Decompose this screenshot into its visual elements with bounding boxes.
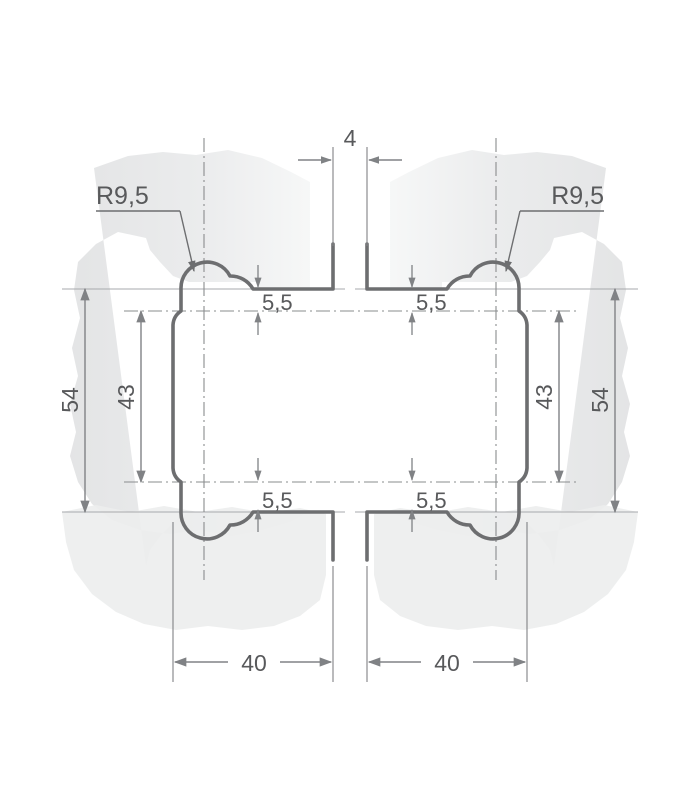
dimension-label-outer-height-right: 54 xyxy=(587,387,613,413)
dimension-label-gap-4: 4 xyxy=(344,125,357,151)
radius-label-left: R9,5 xyxy=(96,182,149,210)
dimension-inner-height-left: 43 xyxy=(113,309,146,484)
dimension-width-left: 40 xyxy=(172,522,334,682)
dimension-outer-height-left: 54 xyxy=(57,287,90,514)
dimension-offset-top-left: 5,5 xyxy=(254,265,293,335)
dimension-offset-top-right: 5,5 xyxy=(408,265,447,335)
dimension-label-offset-top-left: 5,5 xyxy=(262,290,293,315)
dimension-label-width-left: 40 xyxy=(241,650,267,676)
material-section-left xyxy=(70,150,310,566)
profile-outline-right xyxy=(365,242,529,562)
dimension-inner-height-right: 43 xyxy=(531,309,564,484)
dimension-label-inner-height-left: 43 xyxy=(113,384,139,410)
profile-outline-left xyxy=(171,242,335,562)
dimension-label-outer-height-left: 54 xyxy=(57,387,83,413)
dimension-outer-height-right: 54 xyxy=(587,287,620,514)
dimension-label-offset-top-right: 5,5 xyxy=(416,290,447,315)
dimension-gap-4: 4 xyxy=(298,125,402,246)
radius-label-right: R9,5 xyxy=(551,182,604,210)
dimension-label-offset-bottom-right: 5,5 xyxy=(416,488,447,513)
dimension-offset-bottom-right: 5,5 xyxy=(408,458,447,532)
material-section-right xyxy=(390,150,630,566)
dimension-label-inner-height-right: 43 xyxy=(531,384,557,410)
material-section-right-lower xyxy=(374,505,638,630)
dimension-label-offset-bottom-left: 5,5 xyxy=(262,488,293,513)
centerlines xyxy=(124,138,576,580)
dimension-label-width-right: 40 xyxy=(434,650,460,676)
radius-callout-left: R9,5 xyxy=(96,182,196,273)
radius-callout-right: R9,5 xyxy=(504,182,604,273)
dimension-offset-bottom-left: 5,5 xyxy=(254,458,293,532)
material-section-left-lower xyxy=(62,505,326,630)
dimension-width-right: 40 xyxy=(366,522,528,682)
